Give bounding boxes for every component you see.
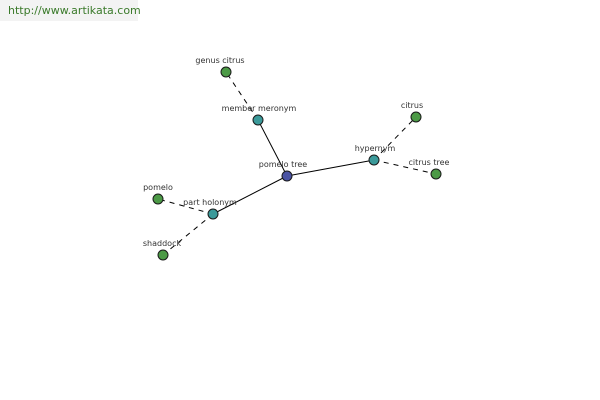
edge-hypernym-to-citrus-tree (373, 159, 437, 175)
url-banner: http://www.artikata.com (0, 0, 141, 21)
node-genus-citrus[interactable]: genus citrus (195, 56, 245, 78)
node-member-meronym[interactable]: member meronym (222, 104, 297, 126)
node-label-citrus-tree: citrus tree (409, 158, 450, 167)
node-label-member-meronym: member meronym (222, 104, 297, 113)
node-pomelo-tree[interactable]: pomelo tree (259, 160, 308, 182)
node-hypernym[interactable]: hypernym (355, 144, 396, 166)
node-citrus-tree[interactable]: citrus tree (409, 158, 450, 180)
node-marker-pomelo[interactable] (152, 193, 164, 205)
node-label-citrus: citrus (401, 101, 423, 110)
node-pomelo[interactable]: pomelo (143, 183, 173, 205)
node-marker-hypernym[interactable] (368, 154, 380, 166)
nodes-layer: pomelo tree member meronym hypernym part ho… (143, 56, 450, 261)
node-marker-part-holonym[interactable] (207, 208, 219, 220)
node-shaddock[interactable]: shaddock (143, 239, 182, 261)
node-label-pomelo-tree: pomelo tree (259, 160, 308, 169)
edge-pomelo-tree-to-part-holonym (212, 175, 288, 215)
edge-pomelo-tree-to-member-meronym (257, 119, 288, 177)
edge-part-holonym-to-shaddock (162, 213, 214, 256)
node-part-holonym[interactable]: part holonym (183, 198, 237, 220)
node-label-shaddock: shaddock (143, 239, 182, 248)
node-citrus[interactable]: citrus (401, 101, 423, 123)
node-marker-genus-citrus[interactable] (220, 66, 232, 78)
edges-layer (157, 71, 437, 256)
node-marker-pomelo-tree[interactable] (281, 170, 293, 182)
node-marker-citrus-tree[interactable] (430, 168, 442, 180)
edge-pomelo-tree-to-hypernym (286, 159, 375, 177)
node-marker-citrus[interactable] (410, 111, 422, 123)
url-link[interactable]: http://www.artikata.com (8, 4, 141, 17)
node-marker-member-meronym[interactable] (252, 114, 264, 126)
node-label-pomelo: pomelo (143, 183, 173, 192)
node-label-genus-citrus: genus citrus (195, 56, 244, 65)
node-label-part-holonym: part holonym (183, 198, 237, 207)
edge-hypernym-to-citrus (373, 116, 417, 161)
node-marker-shaddock[interactable] (157, 249, 169, 261)
node-label-hypernym: hypernym (355, 144, 396, 153)
